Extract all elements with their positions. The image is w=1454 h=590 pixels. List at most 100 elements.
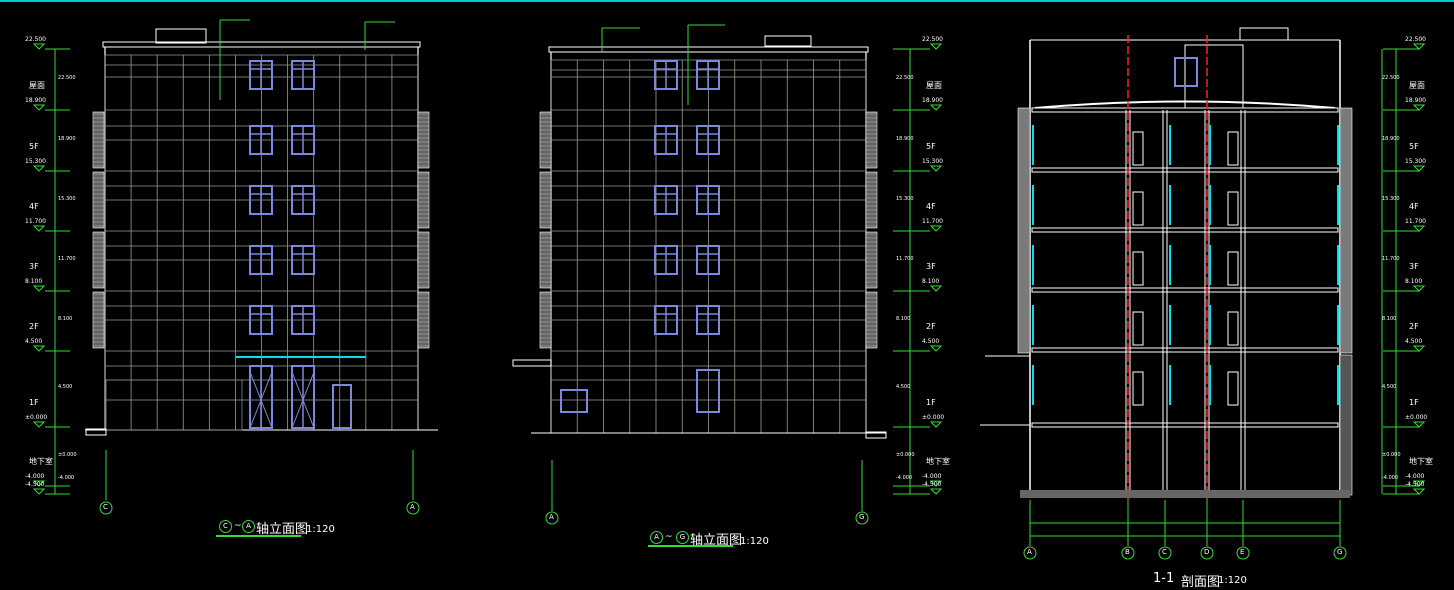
level-value: -4.500 [922,481,942,488]
floor-label: 屋面 [926,81,942,90]
level-marker-icon [929,104,943,111]
drawing-scale: 1:120 [306,524,335,535]
floor-slab [1031,107,1339,113]
level-dimension: 15.300 [1382,196,1400,202]
stair-tower [1184,44,1244,111]
level-dimension: -4.000 [896,475,913,481]
door-opening [1227,311,1239,346]
level-value: 22.500 [25,36,46,43]
floor-label: 2F [1409,322,1419,331]
level-dimension: 18.900 [58,135,76,142]
level-marker-icon [1412,480,1426,487]
floor-slab [1031,227,1339,233]
floor-slab [1031,422,1339,428]
level-value: 4.500 [1405,338,1423,345]
axis-label: C [1162,548,1167,556]
level-value: -4.500 [1405,481,1425,488]
window [560,389,588,413]
door-opening [1227,191,1239,226]
floor-label: 1F [926,398,936,407]
level-value: 4.500 [25,338,43,345]
level-dimension: 18.900 [1382,135,1400,142]
floor-slab [1031,347,1339,353]
parapet [548,46,869,53]
level-value: 11.700 [1405,218,1426,225]
level-dimension: 8.100 [1382,316,1397,322]
side-door [332,384,352,429]
louver [1017,107,1031,354]
level-marker-icon [32,480,46,487]
level-marker-icon [929,225,943,232]
level-marker-icon [1412,488,1426,495]
level-value: 22.500 [922,36,943,43]
level-marker-icon [32,345,46,352]
level-dimension: 15.300 [58,196,76,202]
floor-label: 3F [1409,262,1419,271]
floor-label: 地下室 [29,457,53,466]
floor-label: 1F [29,398,39,407]
level-dimension: 11.700 [896,256,914,262]
level-value: -4.500 [25,481,45,488]
door-opening [1227,251,1239,286]
level-marker-icon [929,421,943,428]
floor-label: 5F [1409,142,1419,151]
title-underline [648,545,733,547]
level-marker-icon [1412,285,1426,292]
level-value: 8.100 [1405,278,1423,285]
level-marker-icon [929,480,943,487]
level-value: 8.100 [922,278,940,285]
axis-label: G [1337,548,1343,556]
title-underline [216,535,301,537]
floor-slab [1031,287,1339,293]
level-marker-icon [32,43,46,50]
axis-bubble [1236,546,1250,560]
level-dimension: ±0.000 [1382,451,1401,458]
roof-structure [1239,27,1289,41]
level-dimension: 4.500 [896,384,911,390]
level-value: 18.900 [25,97,46,104]
drawing-scale: 1:120 [740,536,769,547]
level-dimension: 18.900 [896,135,914,142]
level-dimension: 22.500 [896,74,914,81]
door-swing [249,371,273,429]
axis-label: A [410,503,415,511]
door-opening [1227,131,1239,166]
axis-bubble [1023,546,1037,560]
level-marker-icon [1412,165,1426,172]
axis-bubble [545,511,559,525]
floor-label: 5F [926,142,936,151]
level-dimension: 15.300 [896,196,914,202]
axis-label: A [1027,548,1032,556]
level-value: 11.700 [922,218,943,225]
roof-slab [1034,100,1336,109]
level-dimension: ±0.000 [896,451,915,458]
axis-bubble [1200,546,1214,560]
louver [1339,354,1353,496]
level-value: -4.000 [25,473,45,480]
level-value: 15.300 [922,158,943,165]
roof-structure [764,35,812,47]
level-dimension: 22.500 [58,74,76,81]
door-opening [1132,371,1144,406]
title-axis-bubble: A [242,520,255,533]
parapet [102,41,421,48]
door-opening [1132,311,1144,346]
floor-label: 屋面 [29,81,45,90]
level-dimension: 22.500 [1382,74,1400,81]
axis-bubble [1121,546,1135,560]
step [85,428,107,436]
level-dimension: -4.000 [1382,475,1399,481]
axis-label: E [1240,548,1245,556]
axis-label: G [859,513,865,521]
level-value: 11.700 [25,218,46,225]
level-value: ±0.000 [1405,414,1428,421]
axis-bubble [1333,546,1347,560]
axis-label: A [549,513,554,521]
level-marker-icon [1412,104,1426,111]
level-dimension: 8.100 [896,316,911,322]
level-marker-icon [929,285,943,292]
level-marker-icon [32,285,46,292]
floor-slab [1031,167,1339,173]
floor-label: 4F [29,202,39,211]
